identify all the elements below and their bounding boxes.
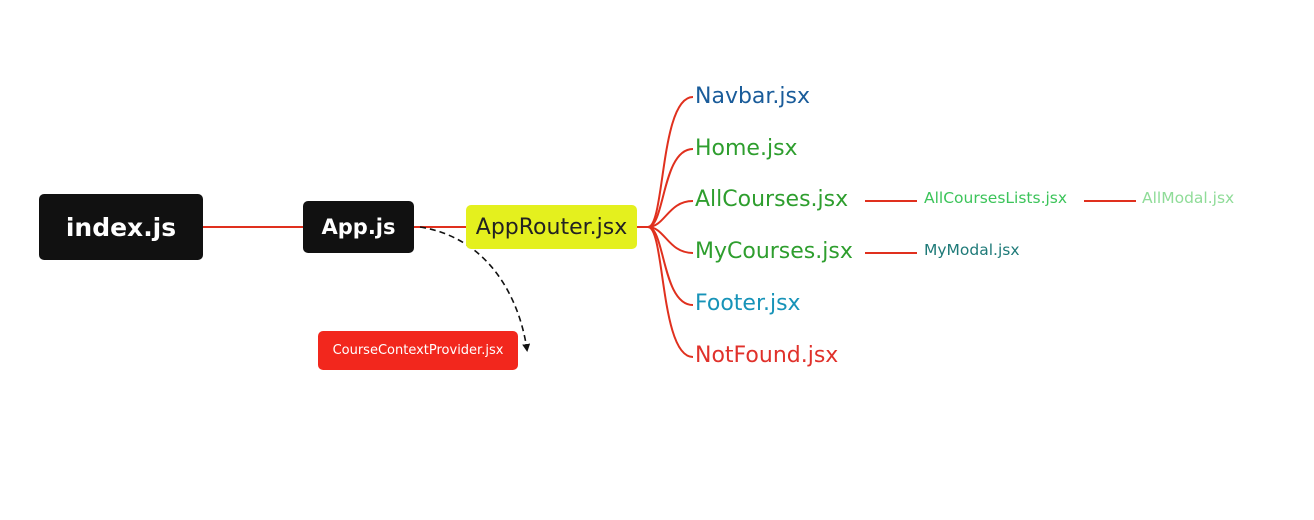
node-all-courses[interactable]: AllCourses.jsx	[695, 187, 849, 212]
node-course-context-provider[interactable]: CourseContextProvider.jsx	[318, 331, 518, 370]
node-index-label: index.js	[65, 212, 177, 242]
connector-router-notfound	[647, 226, 694, 358]
node-footer[interactable]: Footer.jsx	[695, 291, 801, 316]
node-all-courses-lists[interactable]: AllCoursesLists.jsx	[924, 189, 1068, 207]
node-my-courses[interactable]: MyCourses.jsx	[695, 239, 853, 264]
node-app-js[interactable]: App.js	[303, 201, 414, 253]
node-app-router[interactable]: AppRouter.jsx	[466, 205, 637, 249]
node-all-modal[interactable]: AllModal.jsx	[1142, 189, 1235, 207]
connector-router-allcourses	[647, 200, 694, 228]
connector-router-home	[647, 148, 694, 228]
node-navbar[interactable]: Navbar.jsx	[695, 84, 811, 109]
node-index-js[interactable]: index.js	[39, 194, 203, 260]
node-my-modal[interactable]: MyModal.jsx	[924, 241, 1020, 259]
connector-app-context-dashed	[419, 226, 531, 352]
node-context-label: CourseContextProvider.jsx	[332, 343, 504, 358]
node-not-found[interactable]: NotFound.jsx	[695, 343, 839, 368]
node-router-label: AppRouter.jsx	[475, 214, 628, 240]
connector-router-navbar	[647, 96, 694, 228]
node-app-label: App.js	[321, 215, 396, 239]
node-home[interactable]: Home.jsx	[695, 136, 798, 161]
